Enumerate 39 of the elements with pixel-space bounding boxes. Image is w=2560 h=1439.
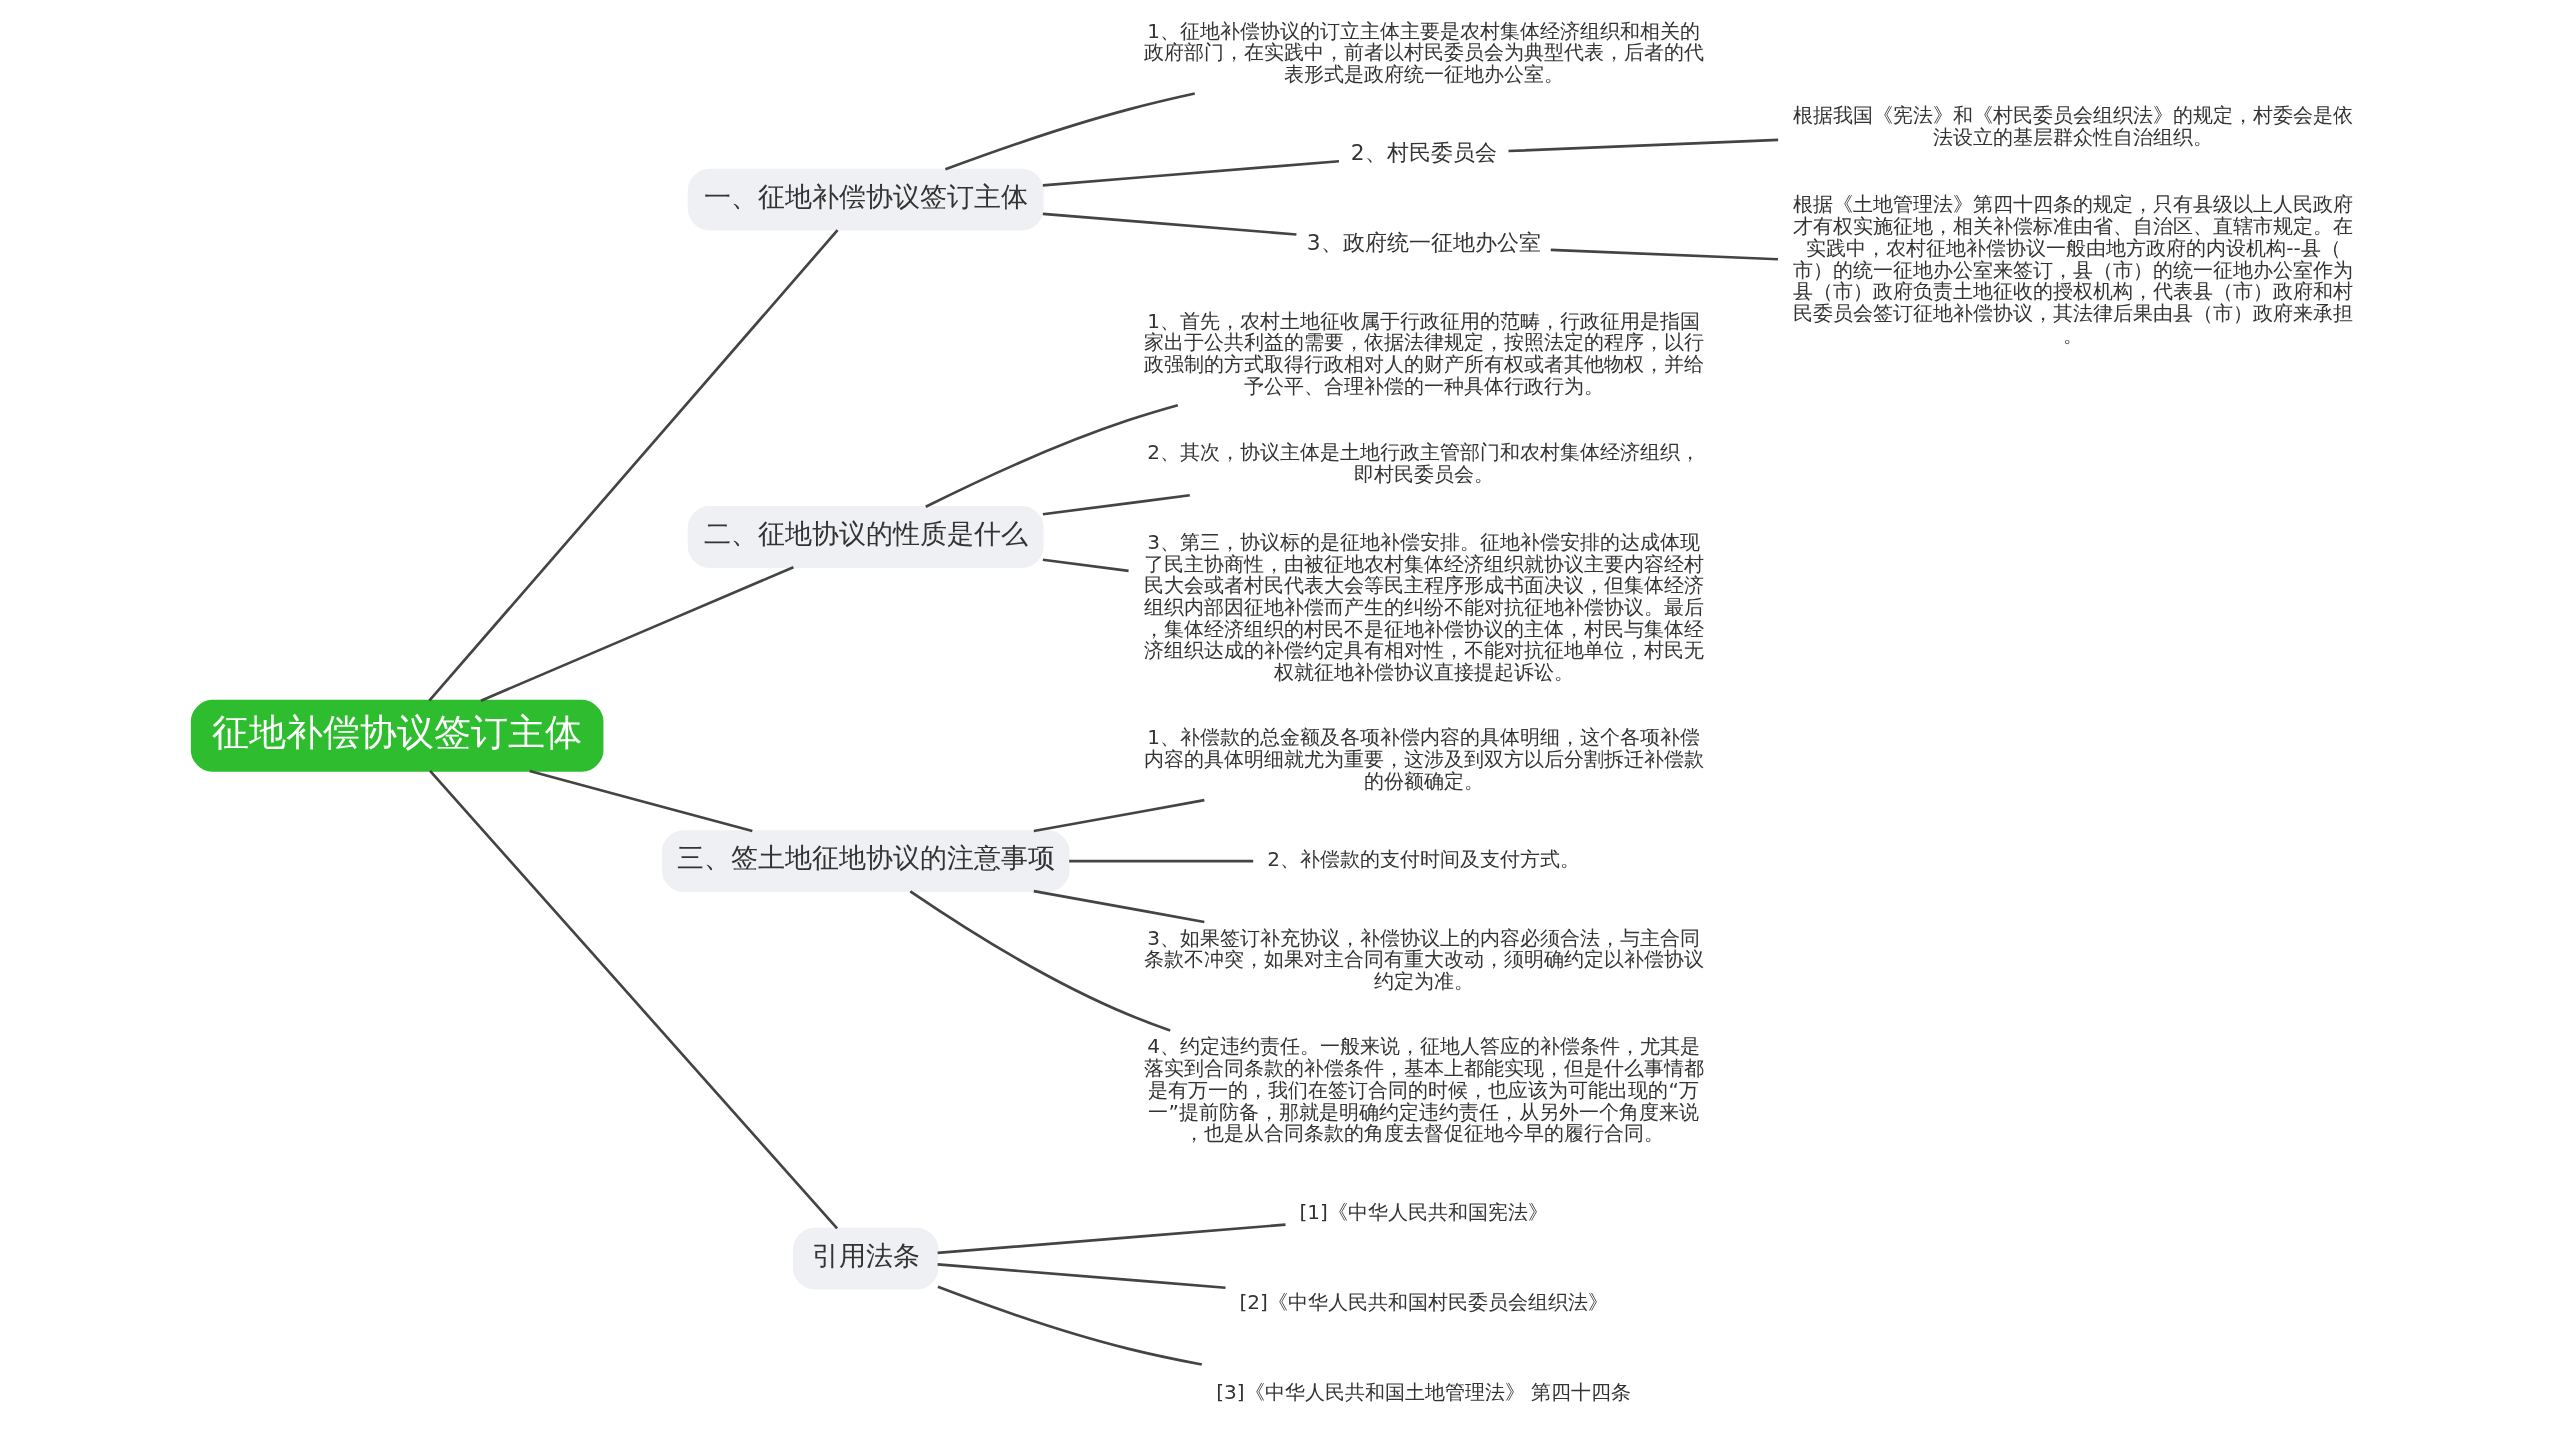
connector bbox=[480, 565, 794, 702]
connector bbox=[529, 769, 753, 833]
connector bbox=[944, 92, 1196, 171]
node-text: 4、约定违约责任。一般来说，征地人答应的补偿条件，尤其是落实到合同条款的补偿条件，基本上都能实现，但是什么事情都是有万一的，我们在签订合同的时候，也应该为可能出现的“万一”提前防备，那就是明确约定违约责任，从另外一个角度来说，也是从合同条款的角度去督促征地今早的履行合同。 bbox=[1143, 1034, 1704, 1146]
connector bbox=[1042, 212, 1297, 236]
node-text: 2、村民委员会 bbox=[1350, 140, 1497, 166]
node-text: 3、政府统一征地办公室 bbox=[1306, 230, 1541, 256]
node-text: 1、征地补偿协议的订立主体主要是农村集体经济组织和相关的政府部门，在实践中，前者以村民委员会为典型代表，后者的代表形式是政府统一征地办公室。 bbox=[1143, 18, 1704, 87]
connector bbox=[1033, 889, 1205, 924]
node-text: 3、如果签订补充协议，补偿协议上的内容必须合法，与主合同条款不冲突，如果对主合同有重大改动，须明确约定以补偿协议约定为准。 bbox=[1143, 925, 1704, 994]
connector bbox=[428, 229, 839, 702]
node-text: 2、补偿款的支付时间及支付方式。 bbox=[1267, 847, 1581, 872]
node-box: 二、征地协议的性质是什么 bbox=[687, 506, 1044, 568]
node-text: 1、补偿款的总金额及各项补偿内容的具体明细，这个各项补偿内容的具体明细就尤为重要，这涉及到双方以后分割拆迁补偿款的份额确定。 bbox=[1143, 725, 1704, 793]
node-text: 根据《土地管理法》第四十四条的规定，只有县级以上人民政府才有权实施征地，相关补偿标准由省、自治区、直辖市规定。在实践中，农村征地补偿协议一般由地方政府的内设机构--县（市）的统一征地办公室来签订，县（市）的统一征地办公室作为县（市）政府负责土地征收的授权机构，代表县（市）政府和村民委员会签订征地补偿协议，其法律后果由县（市）政府来承担。 bbox=[1793, 192, 2354, 347]
connector bbox=[1042, 159, 1340, 187]
node-box: 三、签土地征地协议的注意事项 bbox=[661, 830, 1070, 892]
connector bbox=[909, 890, 1171, 1032]
node-text: [3]《中华人民共和国土地管理法》 第四十四条 bbox=[1216, 1380, 1632, 1405]
connector bbox=[1042, 493, 1190, 516]
node-box: 一、征地补偿协议签订主体 bbox=[687, 168, 1044, 231]
node-box: 征地补偿协议签订主体 bbox=[190, 699, 604, 772]
connector bbox=[1042, 558, 1129, 573]
connector bbox=[937, 1285, 1203, 1366]
node-box: 引用法条 bbox=[793, 1227, 939, 1290]
connector bbox=[925, 403, 1179, 508]
connector bbox=[1033, 798, 1205, 833]
connector bbox=[1508, 138, 1779, 153]
connector bbox=[937, 1263, 1226, 1290]
connector bbox=[937, 1223, 1286, 1255]
connector bbox=[429, 770, 839, 1230]
node-text: [2]《中华人民共和国村民委员会组织法》 bbox=[1239, 1289, 1608, 1314]
node-text: 根据我国《宪法》和《村民委员会组织法》的规定，村委会是依法设立的基层群众性自治组织。 bbox=[1793, 103, 2354, 149]
node-text: 2、其次，协议主体是土地行政主管部门和农村集体经济组织，即村民委员会。 bbox=[1147, 440, 1701, 487]
node-text: [1]《中华人民共和国宪法》 bbox=[1299, 1199, 1548, 1224]
connector bbox=[1069, 859, 1254, 863]
node-text: 1、首先，农村土地征收属于行政征用的范畴，行政征用是指国家出于公共利益的需要，依据法律规定，按照法定的程序，以行政强制的方式取得行政相对人的财产所有权或者其他物权，并给予公平、合理补偿的一种具体行政行为。 bbox=[1143, 308, 1704, 398]
node-text: 3、第三，协议标的是征地补偿安排。征地补偿安排的达成体现了民主协商性，由被征地农村集体经济组织就协议主要内容经村民大会或者村民代表大会等民主程序形成书面决议，但集体经济组织内部因征地补偿而产生的纠纷不能对抗征地补偿协议。最后，集体经济组织的村民不是征地补偿协议的主体，村民与集体经济组织达成的补偿约定具有相对性，不能对抗征地单位，村民无权就征地补偿协议直接提起诉讼。 bbox=[1143, 529, 1704, 685]
connector bbox=[1550, 248, 1779, 261]
